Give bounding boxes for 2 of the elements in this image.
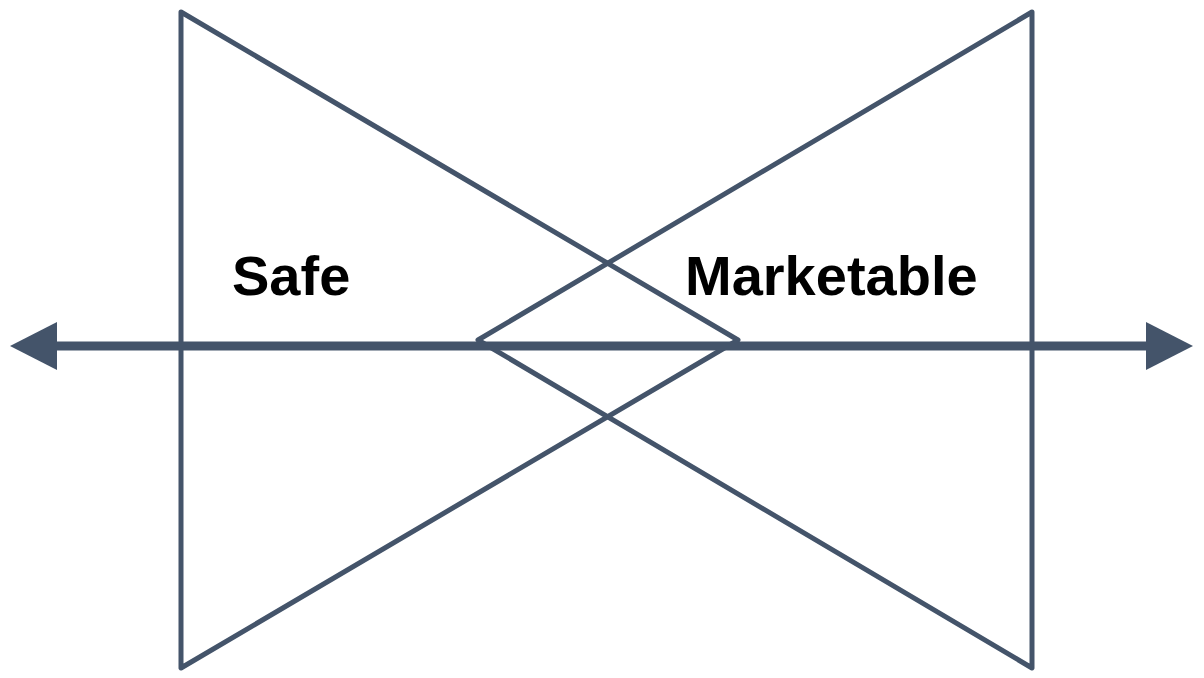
node-label: Marketable (685, 248, 978, 304)
node-label: Safe (232, 248, 351, 304)
